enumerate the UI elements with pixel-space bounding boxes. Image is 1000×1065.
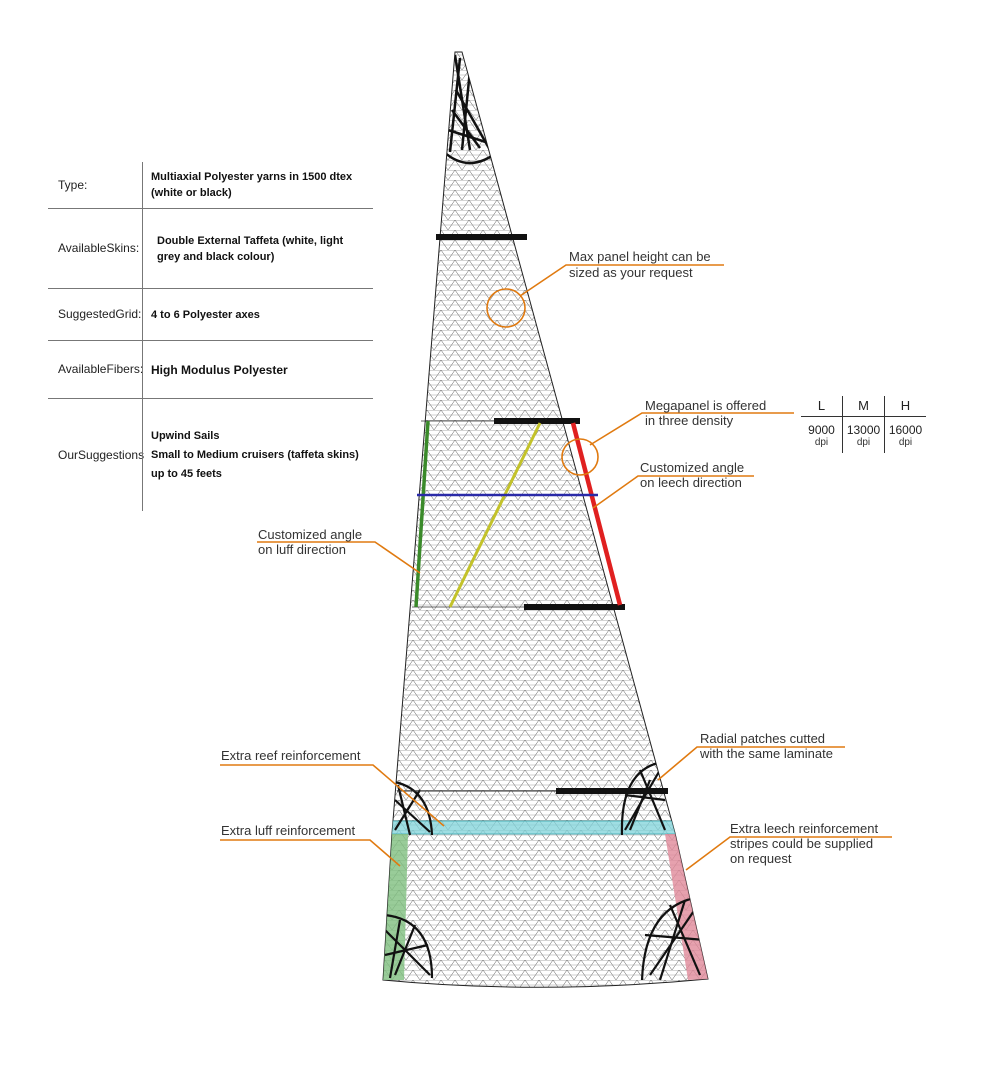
density-header-h: H	[884, 396, 926, 416]
spec-label-grid: SuggestedGrid:	[48, 289, 142, 340]
diagonal-yellow-line	[448, 422, 542, 608]
reef-patch-luff	[394, 780, 434, 836]
luff-reinf-leader	[220, 839, 401, 867]
density-value-l: 9000	[808, 423, 835, 437]
spec-value-skins: Double External Taffeta (white, light gre…	[142, 209, 373, 288]
callout-reef: Extra reef reinforcement	[221, 748, 360, 763]
callout-text: in three density	[645, 413, 734, 428]
callout-text: sized as your request	[569, 265, 693, 280]
max-panel-circle	[486, 288, 526, 328]
spec-label-text: Available	[58, 241, 107, 255]
density-value-m: 13000	[846, 423, 881, 437]
density-header-l: L	[817, 398, 826, 413]
spec-value-text: High Modulus Polyester	[151, 362, 288, 377]
clew-patch	[640, 895, 706, 981]
spec-label-text: Skins:	[106, 241, 140, 255]
callout-text: Max panel height can be	[569, 249, 711, 264]
callout-text: Extra luff reinforcement	[221, 823, 356, 838]
spec-value-text: (white or black)	[151, 187, 232, 199]
callout-leech-angle: Customized angle on leech direction	[640, 460, 744, 490]
spec-table: Type: Multiaxial Polyester yarns in 1500…	[48, 162, 373, 511]
density-header-row: L M H	[801, 396, 926, 417]
callout-luff-reinforcement: Extra luff reinforcement	[221, 823, 355, 838]
spec-label-text: Our	[58, 447, 79, 462]
callout-max-panel: Max panel height can be sized as your re…	[569, 249, 711, 280]
callout-text: Customized angle	[640, 460, 745, 475]
spec-label-suggestions: OurSuggestions	[48, 399, 145, 511]
callout-text: on leech direction	[640, 475, 742, 490]
spec-label-text: Suggested	[58, 307, 116, 321]
spec-label-type: Type:	[48, 162, 142, 208]
callout-megapanel: Megapanel is offered in three density	[645, 398, 766, 428]
leech-reinforcement-band	[665, 834, 708, 980]
megapanel-circle	[561, 438, 599, 476]
spec-row-type: Type: Multiaxial Polyester yarns in 1500…	[48, 162, 373, 209]
megapanel-leader	[589, 412, 794, 446]
spec-label-fibers: AvailableFibers:	[48, 341, 144, 398]
density-header-m: M	[842, 396, 884, 416]
spec-value-text: Double External Taffeta (white, light	[157, 234, 344, 247]
spec-row-skins: AvailableSkins: Double External Taffeta …	[48, 209, 373, 289]
spec-label-text: Grid:	[115, 307, 142, 321]
spec-row-fibers: AvailableFibers: High Modulus Polyester	[48, 341, 373, 399]
spec-label-text: Available	[58, 362, 107, 376]
spec-label-text: Fibers:	[106, 362, 144, 376]
callout-text: with the same laminate	[700, 746, 833, 761]
density-unit: dpi	[814, 437, 829, 448]
spec-value-text: Upwind Sails	[151, 429, 220, 442]
callout-luff-angle: Customized angle on luff direction	[258, 527, 362, 557]
callout-leech-reinforcement: Extra leech reinforcement stripes could …	[730, 821, 878, 866]
callout-text: stripes could be supplied	[730, 836, 874, 851]
spec-label-text: Type:	[58, 177, 88, 192]
callout-radial: Radial patches cutted with the same lami…	[700, 731, 833, 761]
spec-value-grid: 4 to 6 Polyester axes	[142, 289, 373, 340]
leech-angle-line	[570, 422, 623, 606]
callout-text: Radial patches cutted	[700, 731, 826, 746]
luff-reinforcement-band	[383, 834, 408, 980]
reef-leader	[220, 764, 445, 827]
spec-value-text: grey and black colour)	[157, 250, 275, 263]
callout-text: on luff direction	[258, 542, 346, 557]
radial-leader	[657, 746, 845, 781]
spec-value-text: up to 45 feets	[151, 467, 222, 480]
luff-angle-leader	[257, 541, 421, 574]
callout-text: Megapanel is offered	[645, 398, 767, 413]
spec-label-text: Suggestions	[78, 447, 145, 462]
spec-value-text: 4 to 6 Polyester axes	[151, 308, 260, 321]
spec-value-fibers: High Modulus Polyester	[142, 341, 373, 398]
spec-label-skins: AvailableSkins:	[48, 209, 142, 288]
spec-value-text: Multiaxial Polyester yarns in 1500 dtex	[151, 171, 353, 183]
spec-value-type: Multiaxial Polyester yarns in 1500 dtex (…	[142, 162, 373, 208]
max-panel-leader	[519, 264, 724, 297]
leech-reinf-leader	[685, 836, 892, 871]
callout-text: Customized angle	[258, 527, 363, 542]
leech-angle-leader	[592, 475, 754, 509]
density-unit: dpi	[898, 437, 913, 448]
head-patch	[443, 54, 501, 165]
sail-outline	[382, 51, 709, 988]
spec-value-text: Small to Medium cruisers (taffeta skins)	[151, 448, 359, 461]
density-value-h: 16000	[888, 423, 923, 437]
density-unit: dpi	[856, 437, 871, 448]
callout-text: on request	[730, 851, 792, 866]
callout-text: Extra leech reinforcement	[730, 821, 879, 836]
tack-patch	[384, 913, 434, 979]
luff-angle-line	[414, 420, 430, 608]
spec-row-grid: SuggestedGrid: 4 to 6 Polyester axes	[48, 289, 373, 341]
callout-text: Extra reef reinforcement	[221, 748, 361, 763]
